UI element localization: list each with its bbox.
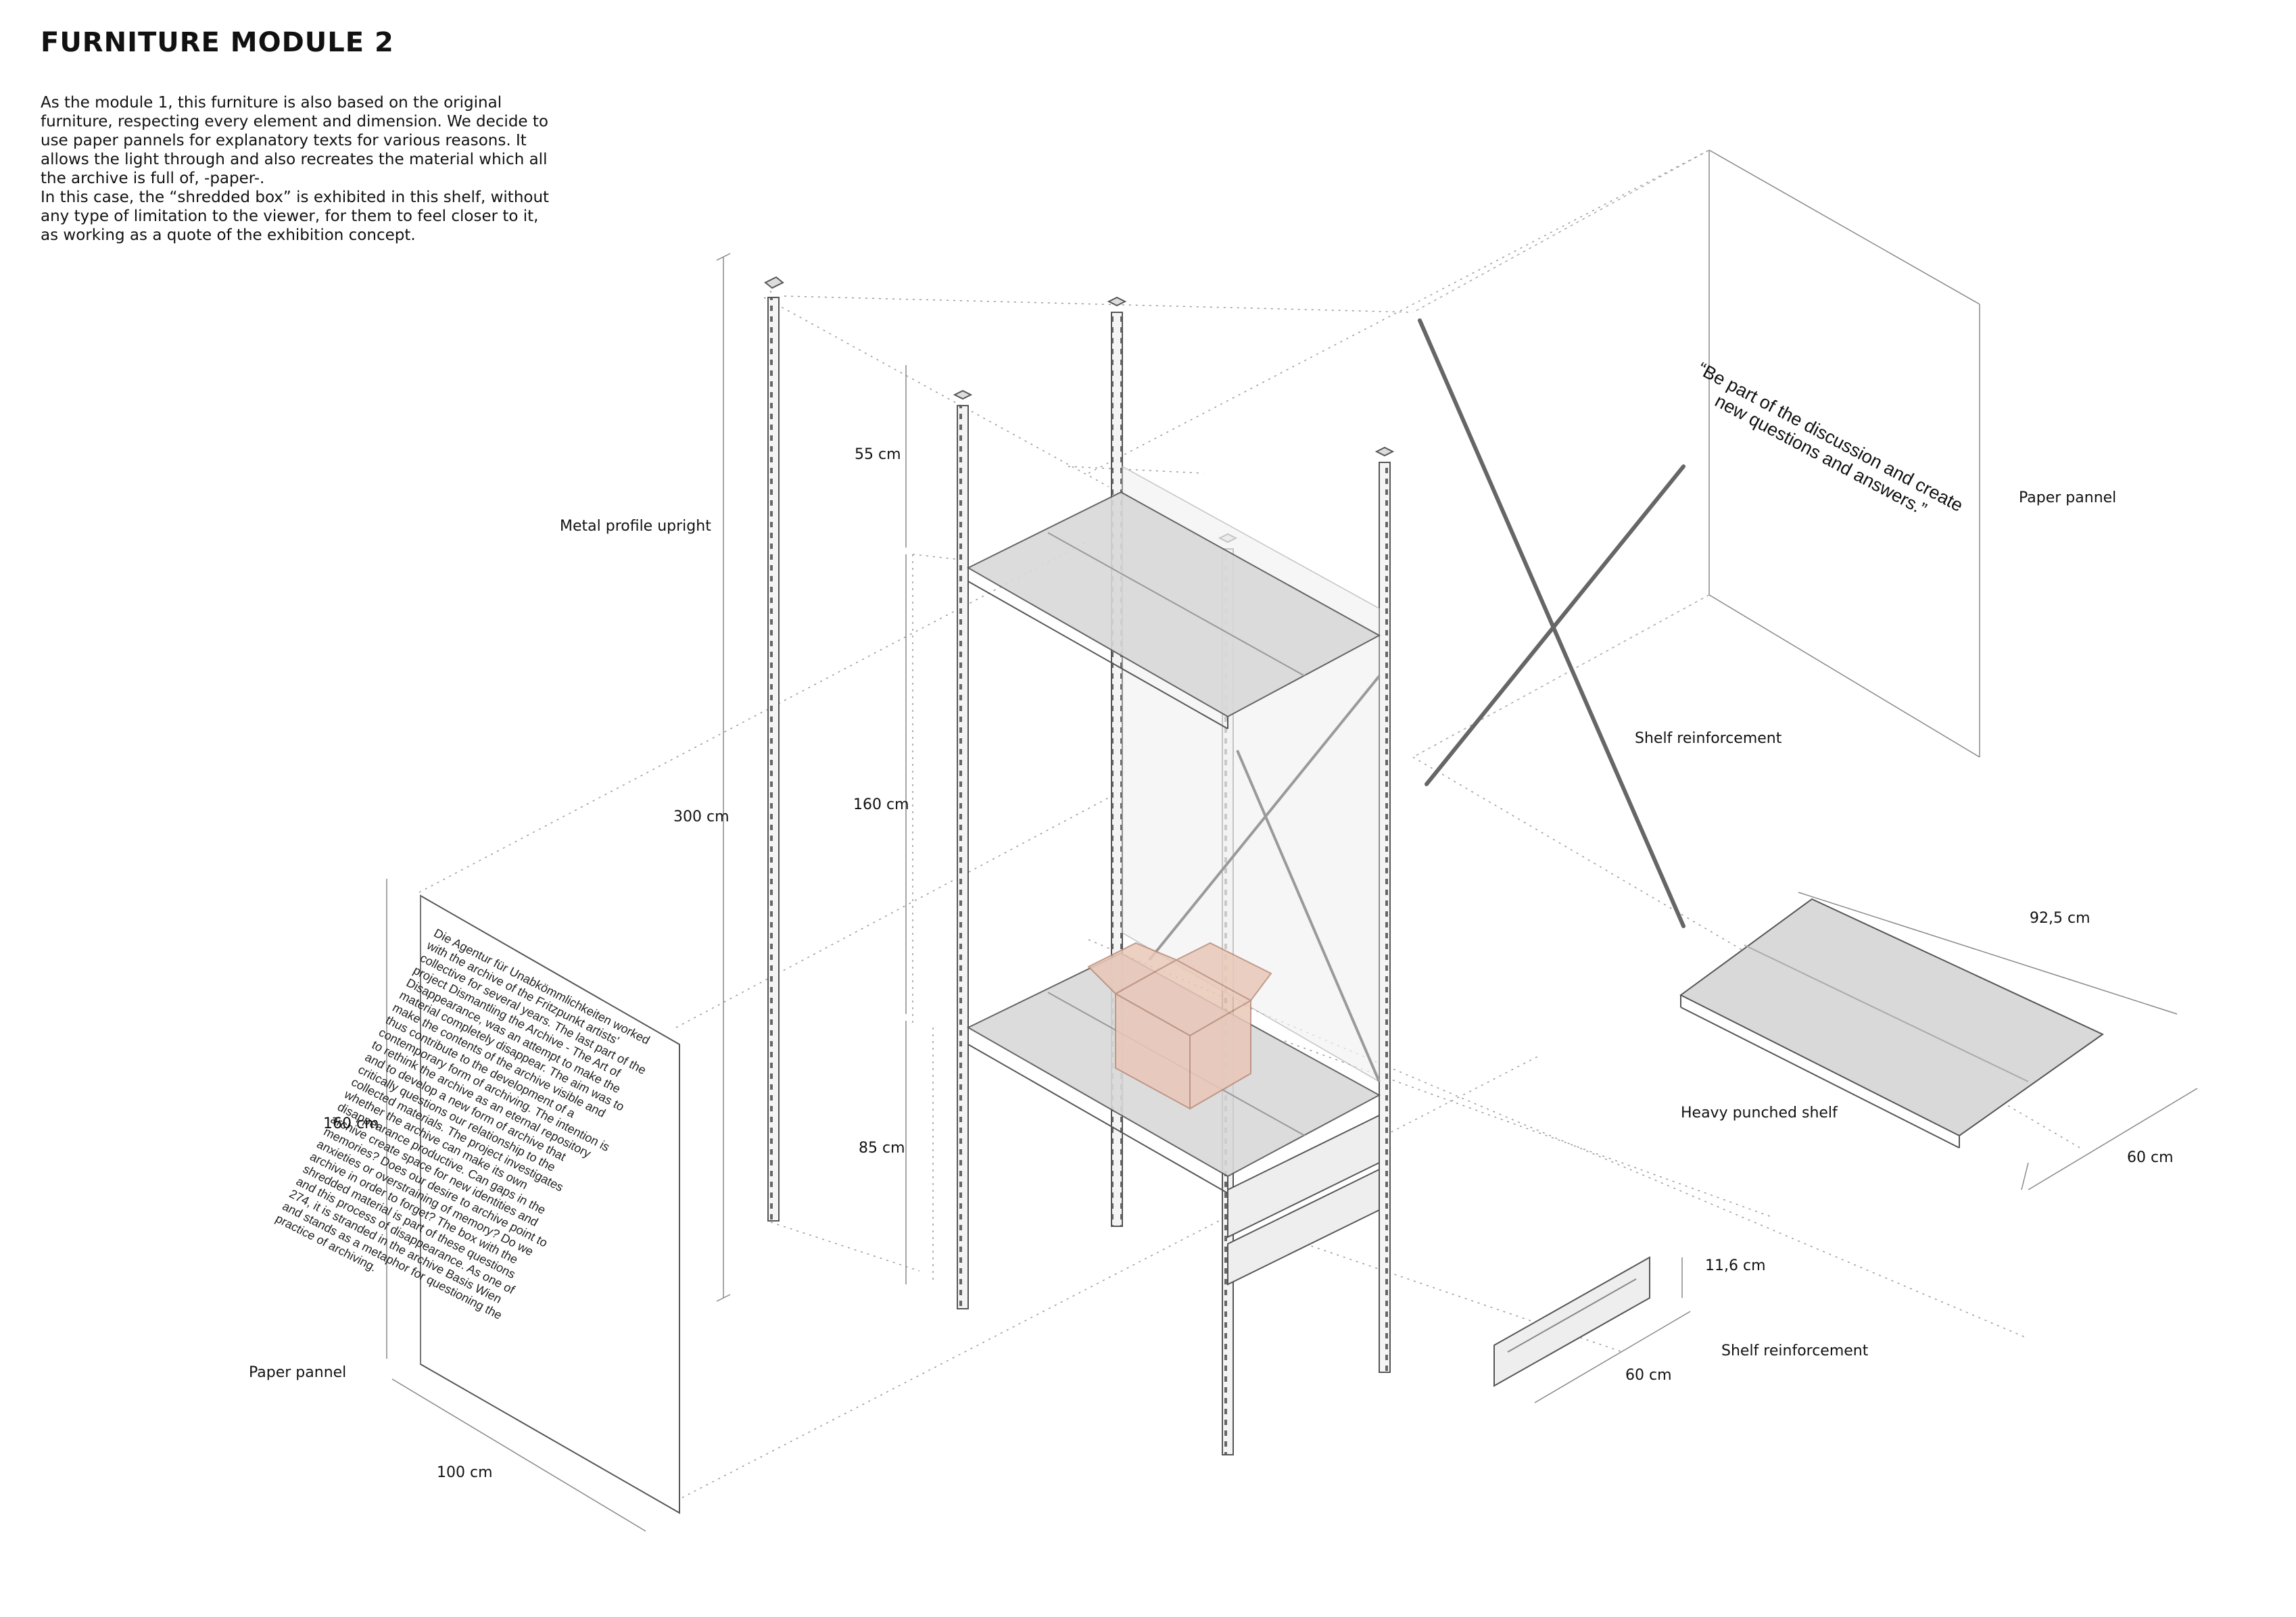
dimension-100cm: 100 cm <box>437 1464 493 1481</box>
label-shelf-reinforcement-bottom: Shelf reinforcement <box>1721 1343 1869 1359</box>
label-paper-pannel-left: Paper pannel <box>249 1364 347 1381</box>
shredded-box <box>1087 942 1272 1110</box>
shelf-reinforcement-detail <box>1493 1256 1650 1387</box>
dimension-60cm-shelf: 60 cm <box>2127 1149 2174 1166</box>
intro-text: As the module 1, this furniture is also … <box>41 93 554 245</box>
left-paper-panel <box>420 894 680 1514</box>
page-title: FURNITURE MODULE 2 <box>41 27 394 58</box>
heavy-punched-shelf <box>1679 898 2104 1149</box>
dimension-55cm: 55 cm <box>855 446 901 463</box>
dimension-11-6cm: 11,6 cm <box>1705 1257 1766 1274</box>
intro-paragraph-2: In this case, the “shredded box” is exhi… <box>41 189 550 244</box>
shelf-reinforcement-front <box>1227 1114 1380 1286</box>
intro-paragraph-1: As the module 1, this furniture is also … <box>41 94 548 187</box>
dimension-160cm-left: 160 cm <box>323 1115 379 1132</box>
metal-profile-upright <box>764 276 784 1222</box>
dimension-lines <box>386 253 2198 1532</box>
dimension-92-5cm: 92,5 cm <box>2030 910 2090 927</box>
label-metal-profile-upright: Metal profile upright <box>560 518 711 535</box>
label-shelf-reinforcement-top: Shelf reinforcement <box>1635 730 1782 747</box>
label-heavy-punched-shelf: Heavy punched shelf <box>1681 1105 1838 1121</box>
dimension-85cm: 85 cm <box>859 1140 905 1157</box>
dimension-300cm: 300 cm <box>673 808 730 825</box>
shelf-reinforcement-bars <box>1418 318 1685 928</box>
top-shelf <box>966 491 1381 729</box>
dimension-60cm-reinforcement: 60 cm <box>1625 1367 1672 1384</box>
dimension-160cm-mid: 160 cm <box>853 796 909 813</box>
back-paper-panel <box>1412 149 1980 758</box>
label-paper-pannel-right: Paper pannel <box>2019 489 2117 506</box>
